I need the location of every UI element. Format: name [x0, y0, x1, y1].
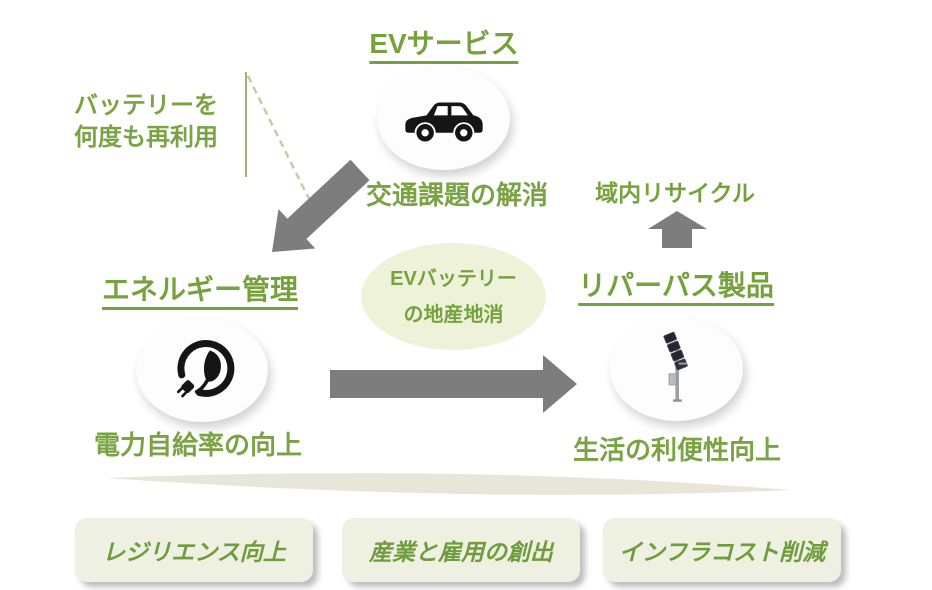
- benefit-label: インフラコスト削減: [618, 539, 826, 565]
- battery-reuse-note: バッテリーを 何度も再利用: [74, 90, 218, 155]
- arrow-down-left-icon: [272, 159, 370, 252]
- car-icon: [404, 101, 483, 142]
- node-ellipse-energy-management: [136, 318, 268, 422]
- eco-plug-icon: [176, 339, 235, 398]
- benefit-label: 産業と雇用の創出: [369, 539, 553, 565]
- hub-line2: の地産地消: [403, 303, 504, 326]
- dashed-leader-line: [246, 75, 315, 208]
- battery-reuse-line1: バッテリーを: [74, 92, 218, 119]
- caption-energy-management: 電力自給率の向上: [93, 430, 303, 460]
- arrow-up-icon: [648, 211, 707, 248]
- arrow-right-icon: [330, 355, 577, 413]
- benefit-label: レジリエンス向上: [102, 539, 286, 565]
- node-title-energy-management: エネルギー管理: [101, 274, 299, 311]
- local-recycle-label: 域内リサイクル: [595, 180, 755, 206]
- node-ellipse-ev-service: [377, 67, 510, 170]
- swoosh-ribbon: [106, 473, 790, 495]
- caption-ev-service: 交通課題の解消: [365, 180, 549, 210]
- hub-ellipse: EVバッテリー の地産地消: [361, 243, 546, 350]
- hub-line1: EVバッテリー: [390, 267, 517, 290]
- node-title-repurposed-products: リパーパス製品: [578, 270, 774, 307]
- caption-repurposed-products: 生活の利便性向上: [572, 435, 782, 465]
- node-title-ev-service: EVサービス: [369, 28, 519, 65]
- solar-streetlight-icon: [662, 331, 688, 402]
- benefit-box-resilience: レジリエンス向上: [75, 518, 313, 582]
- battery-reuse-line2: 何度も再利用: [74, 124, 218, 152]
- benefit-box-industry-jobs: 産業と雇用の創出: [342, 518, 580, 582]
- node-ellipse-repurposed-products: [610, 317, 743, 421]
- benefit-box-infra-cost: インフラコスト削減: [603, 518, 841, 582]
